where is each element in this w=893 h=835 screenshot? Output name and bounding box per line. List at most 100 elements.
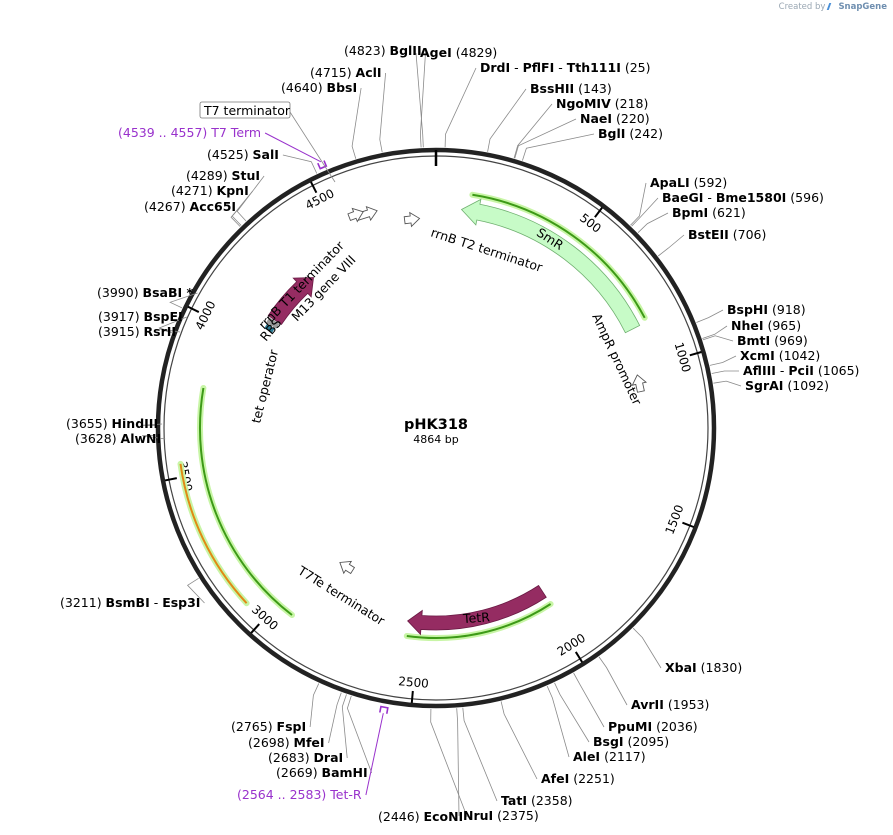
site-label-bgli[interactable]: BglI (242) [598, 126, 663, 141]
site-coord: (2036) [652, 719, 698, 734]
site-label-bsmbi[interactable]: (3211) BsmBI - Esp3I [60, 595, 200, 610]
site-label-mfei[interactable]: (2698) MfeI [248, 735, 325, 750]
site-coord: (2446) [378, 809, 424, 824]
site-leader-fspi [309, 683, 320, 728]
tick-label-1000: 1000 [672, 341, 694, 374]
tet-operator-label: tet operator [248, 347, 281, 424]
primer-range: (2564 .. 2583) [237, 787, 330, 802]
t7te-terminator-arrow[interactable] [336, 557, 356, 577]
site-label-alwni[interactable]: (3628) AlwNI [75, 431, 161, 446]
site-label-apali[interactable]: ApaLI (592) [650, 175, 727, 190]
t7-terminator-leader [289, 111, 336, 183]
site-label-alei[interactable]: AleI (2117) [573, 749, 646, 764]
site-label-rsrii[interactable]: (3915) RsrII [98, 324, 176, 339]
site-coord: (4525) [207, 147, 253, 162]
site-coord: (218) [611, 96, 649, 111]
site-label-kpni[interactable]: (4271) KpnI [171, 183, 249, 198]
site-leader-baegi [631, 197, 659, 227]
tick-label-500: 500 [577, 211, 604, 236]
site-name: BspHI [727, 302, 768, 317]
primer-t7-term-mark[interactable] [317, 160, 328, 170]
tetr-feature-arrow[interactable] [407, 584, 547, 636]
site-label-bsgi[interactable]: BsgI (2095) [593, 734, 669, 749]
site-name: BglI [598, 126, 625, 141]
rrnb-t1-terminator-arrow-b[interactable] [347, 205, 366, 223]
tetr-orf-arc[interactable] [406, 603, 552, 639]
site-coord: (1092) [783, 378, 829, 393]
site-label-acc65i[interactable]: (4267) Acc65I [144, 199, 236, 214]
m13-gene-viii-arrow[interactable] [267, 277, 314, 326]
site-label-afei[interactable]: AfeI (2251) [541, 771, 615, 786]
site-label-bsteii[interactable]: BstEII (706) [688, 227, 766, 242]
rbs-box[interactable] [266, 317, 280, 329]
primer-label-t7-term[interactable]: (4539 .. 4557) T7 Term [118, 125, 261, 140]
site-label-bamhi[interactable]: (2669) BamHI [276, 765, 368, 780]
site-label-fspi[interactable]: (2765) FspI [231, 719, 306, 734]
primer-tet-r-mark[interactable] [379, 705, 389, 714]
site-label-baegi[interactable]: BaeGI - Bme1580I (596) [662, 190, 824, 205]
site-label-ngomiv[interactable]: NgoMIV (218) [556, 96, 648, 111]
site-coord: (918) [768, 302, 806, 317]
site-label-bsphi[interactable]: BspHI (918) [727, 302, 806, 317]
site-label-acli[interactable]: (4715) AclI [310, 65, 382, 80]
site-coord: (4823) [344, 43, 390, 58]
orange-orf-arc[interactable] [179, 463, 248, 604]
primer-label-tet-r[interactable]: (2564 .. 2583) Tet-R [237, 787, 362, 802]
smr-feature-arrow[interactable] [460, 198, 641, 334]
site-label-bbsi[interactable]: (4640) BbsI [281, 80, 357, 95]
site-name: BstEII [688, 227, 729, 242]
site-leader-econi [430, 708, 468, 818]
site-label-drai[interactable]: (2683) DraI [268, 750, 343, 765]
site-name: FspI [277, 719, 307, 734]
site-name: EcoNI [424, 809, 464, 824]
site-coord: (596) [786, 190, 824, 205]
site-label-afliii[interactable]: AflIII - PciI (1065) [743, 363, 859, 378]
site-label-hindiii[interactable]: (3655) HindIII [66, 416, 158, 431]
site-coord: (3211) [60, 595, 106, 610]
site-coord: (1953) [664, 697, 710, 712]
site-label-bglii[interactable]: (4823) BglII [344, 43, 422, 58]
site-name: BsgI [593, 734, 624, 749]
tick-label-4000: 4000 [193, 299, 219, 333]
site-label-xcmi[interactable]: XcmI (1042) [740, 348, 820, 363]
site-label-sali[interactable]: (4525) SalI [207, 147, 279, 162]
site-label-bmti[interactable]: BmtI (969) [737, 333, 808, 348]
site-label-sgrai[interactable]: SgrAI (1092) [745, 378, 829, 393]
site-label-bpmi[interactable]: BpmI (621) [672, 205, 746, 220]
site-label-stui[interactable]: (4289) StuI [186, 168, 260, 183]
t7-terminator-box[interactable]: T7 terminator [199, 101, 291, 119]
site-label-xbai[interactable]: XbaI (1830) [665, 660, 742, 675]
site-leader-bsgi [554, 682, 590, 743]
site-label-bspei[interactable]: (3917) BspEI [98, 309, 183, 324]
site-leader-bpmi [637, 212, 669, 233]
site-label-nrui[interactable]: NruI (2375) [463, 808, 539, 823]
site-label-ppumi[interactable]: PpuMI (2036) [608, 719, 698, 734]
left-orf-arc[interactable] [199, 387, 293, 616]
site-coord: (3917) [98, 309, 144, 324]
smr-orf-arc[interactable] [472, 193, 646, 319]
rrnb-t1-terminator-arrow-a[interactable] [355, 204, 379, 224]
primer-leader-tet-r [365, 713, 384, 796]
site-label-bsabi[interactable]: (3990) BsaBI * [97, 285, 193, 300]
site-coord: (4715) [310, 65, 356, 80]
site-label-avrii[interactable]: AvrII (1953) [631, 697, 709, 712]
site-label-naei[interactable]: NaeI (220) [580, 111, 650, 126]
ampr-promoter-arrow[interactable] [630, 373, 648, 393]
site-leader-acli [379, 72, 386, 153]
tet-operator-box[interactable] [264, 324, 275, 333]
site-coord: - [776, 363, 788, 378]
site-leader-mfei [328, 692, 342, 744]
site-coord: (2698) [248, 735, 294, 750]
site-coord: (1042) [775, 348, 821, 363]
site-label-nhei[interactable]: NheI (965) [731, 318, 801, 333]
rrnb-t2-terminator-arrow[interactable] [403, 211, 421, 228]
site-leader-drai [341, 694, 348, 759]
site-coord: (965) [764, 318, 802, 333]
site-label-bsshii[interactable]: BssHII (143) [530, 81, 612, 96]
site-coord: (2375) [493, 808, 539, 823]
ampr-promoter-arrow-shape [631, 374, 648, 393]
site-label-agei[interactable]: AgeI (4829) [420, 45, 497, 60]
site-label-tati[interactable]: TatI (2358) [501, 793, 573, 808]
site-label-econi[interactable]: (2446) EcoNI [378, 809, 463, 824]
site-label-drdi[interactable]: DrdI - PflFI - Tth111I (25) [480, 60, 651, 75]
